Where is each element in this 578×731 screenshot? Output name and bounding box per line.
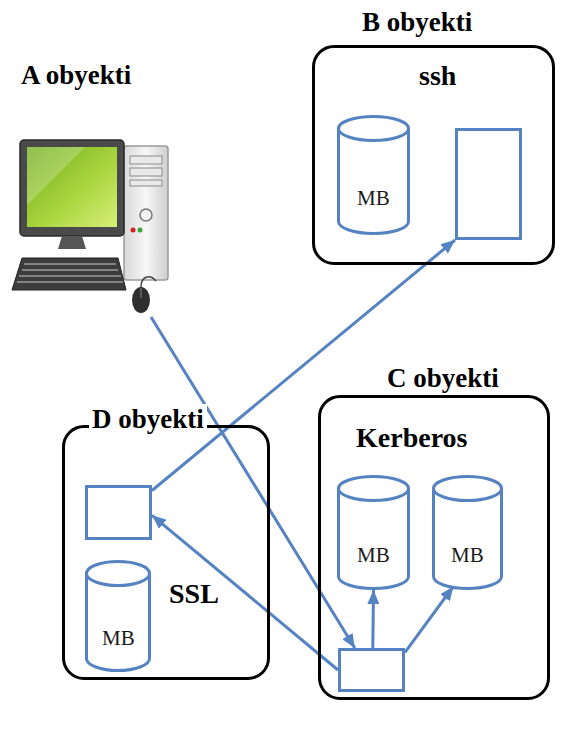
object-box: D obyektiSSLMB: [62, 425, 270, 680]
cylinder-body: [434, 489, 502, 589]
protocol-label: Kerberos: [356, 422, 467, 454]
drive-slot: [130, 168, 162, 176]
monitor-screen: [27, 147, 117, 227]
keyboard: [12, 258, 126, 290]
cylinder-top: [434, 477, 502, 501]
database-label: MB: [102, 627, 135, 650]
cylinder-body: [87, 574, 150, 671]
process-box: [85, 485, 152, 540]
database-label: MB: [357, 187, 390, 210]
database-cylinder: [85, 560, 151, 672]
cylinder-body: [339, 489, 409, 589]
drive-slot: [130, 156, 162, 164]
protocol-label: ssh: [419, 60, 456, 92]
power-button: [140, 209, 152, 221]
database-cylinder: [432, 475, 503, 590]
object-title: C obyekti: [384, 363, 502, 394]
database-node: MB: [432, 475, 503, 590]
database-cylinder: [337, 115, 410, 235]
cylinder-top: [87, 562, 150, 586]
object-title: D obyekti: [89, 404, 207, 435]
status-light: [131, 228, 136, 233]
protocol-label: SSL: [169, 578, 219, 610]
database-node: MB: [337, 475, 410, 590]
cylinder-top: [339, 477, 409, 501]
status-light: [138, 228, 143, 233]
process-box: [338, 648, 405, 692]
screen-glare: [27, 147, 85, 205]
monitor-bezel: [20, 140, 124, 236]
connector-arrow: [152, 515, 338, 670]
object-title: A obyekti: [18, 60, 134, 91]
database-node: MB: [337, 115, 410, 235]
tower-case: [124, 146, 168, 280]
object-title: B obyekti: [359, 7, 475, 38]
object-region: A obyekti: [15, 55, 175, 317]
database-label: MB: [451, 544, 484, 567]
computer-icon: [12, 140, 168, 313]
mouse: [132, 287, 150, 313]
object-box: B obyektisshMB: [312, 45, 555, 265]
drive-slot: [130, 180, 162, 186]
cylinder-body: [339, 129, 409, 234]
database-label: MB: [357, 544, 390, 567]
keyboard-keys: [17, 264, 123, 282]
connector-arrow: [371, 590, 375, 648]
object-box: C obyektiKerberosMBMB: [318, 395, 550, 700]
connector-arrow: [405, 587, 453, 653]
mouse-cable: [141, 277, 156, 287]
database-cylinder: [337, 475, 410, 590]
monitor-stand: [58, 236, 86, 249]
mouse-button-split: [141, 288, 142, 298]
database-node: MB: [85, 560, 151, 672]
process-box: [455, 128, 522, 240]
cylinder-top: [339, 117, 409, 141]
